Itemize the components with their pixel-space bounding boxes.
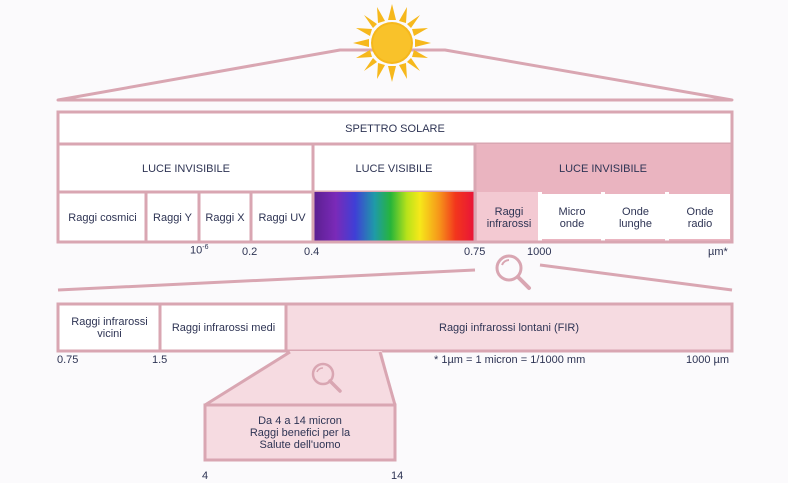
invisible-light-right-label: LUCE INVISIBILE — [558, 162, 648, 175]
magnifier-icon — [495, 254, 531, 290]
benefit-box: Da 4 a 14 micron Raggi benefici per la S… — [207, 407, 393, 458]
benefit-text: Salute dell'uomo — [259, 438, 341, 451]
unit-label: µm* — [708, 246, 728, 258]
tick-label: 0.2 — [242, 246, 258, 258]
magnifier-icon — [311, 362, 342, 393]
near-infrared-label: Raggi infrarossi vicini — [71, 316, 148, 340]
tick-label: 0.75 — [464, 246, 486, 258]
spectrum-title: SPETTRO SOLARE — [345, 122, 445, 135]
band-microwaves: Micro onde — [558, 205, 586, 230]
footnote: * 1µm = 1 micron = 1/1000 mm — [434, 354, 586, 366]
tick-label: 10-6 — [190, 244, 209, 257]
band-gamma-rays: Raggi Y — [153, 211, 192, 224]
far-infrared-label: Raggi infrarossi lontani (FIR) — [439, 322, 579, 334]
tick-label: 14 — [391, 470, 404, 482]
visible-light-label: LUCE VISIBILE — [355, 162, 433, 175]
tick-label: 0.4 — [304, 246, 320, 258]
band-radio-waves: Onde radio — [686, 205, 714, 230]
medium-infrared-label: Raggi infrarossi medi — [171, 322, 276, 334]
tick-label: 4 — [202, 470, 209, 482]
band-cosmic-rays: Raggi cosmici — [68, 211, 137, 224]
benefit-range: Da 4 a 14 micron — [258, 414, 342, 427]
invisible-light-left-label: LUCE INVISIBILE — [141, 162, 231, 175]
tick-label: 1000 µm — [686, 354, 730, 366]
tick-label: 1000 — [527, 246, 552, 258]
sun-icon — [353, 4, 431, 82]
benefit-text: Raggi benefici per la — [249, 426, 351, 439]
band-long-waves: Onde lunghe — [618, 205, 653, 230]
tick-label: 0.75 — [57, 354, 79, 366]
tick-label: 1.5 — [152, 354, 168, 366]
band-infrared: Raggi infrarossi — [486, 205, 532, 230]
band-x-rays: Raggi X — [205, 211, 245, 224]
band-uv-rays: Raggi UV — [258, 211, 306, 224]
